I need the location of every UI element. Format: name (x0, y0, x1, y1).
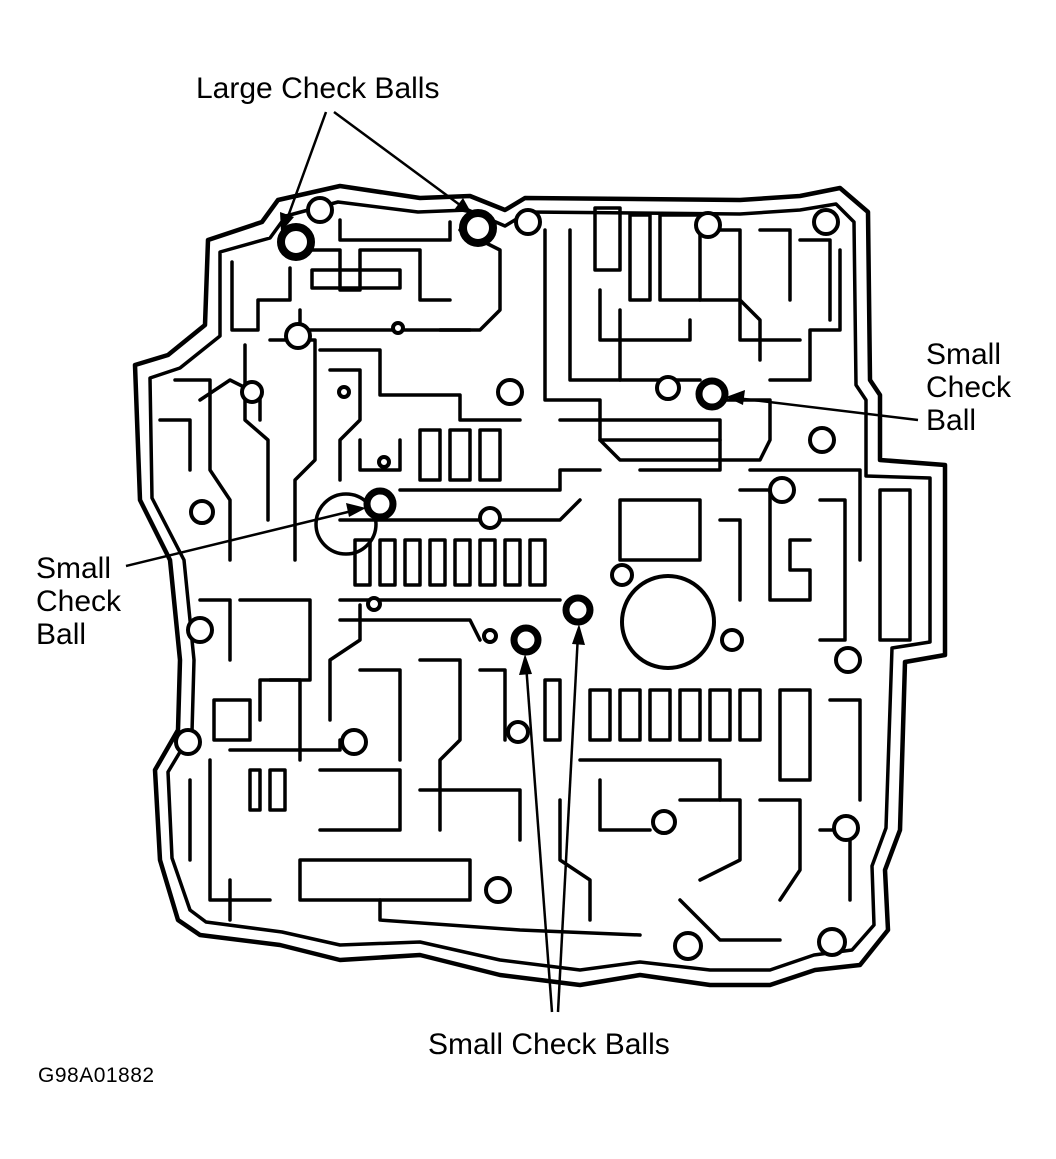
bolt-hole (284, 322, 312, 350)
leader-line (524, 663, 554, 1013)
bolt-hole (306, 196, 334, 224)
bolt-hole (186, 616, 214, 644)
bolt-hole (817, 927, 847, 957)
bolt-hole (340, 728, 368, 756)
large-check-ball (459, 209, 497, 247)
label-large-check-balls: Large Check Balls (196, 72, 440, 105)
bolt-holes (174, 196, 862, 961)
label-small-check-ball-right: Small Check Ball (926, 338, 1011, 437)
bolt-hole (482, 628, 498, 644)
arrowhead (280, 212, 294, 232)
bolt-hole (834, 646, 862, 674)
check-balls (277, 209, 729, 656)
bolt-hole (391, 321, 405, 335)
figure-id: G98A01882 (38, 1064, 155, 1087)
arrowhead (346, 503, 366, 517)
leader-line (125, 508, 357, 568)
bolt-hole (484, 876, 512, 904)
arrowhead (726, 390, 745, 405)
bolt-hole (496, 378, 524, 406)
small-check-ball (562, 594, 594, 626)
bolt-hole (506, 720, 530, 744)
small-check-ball (363, 487, 397, 521)
bolt-hole (337, 385, 351, 399)
bolt-hole (768, 476, 796, 504)
arrowhead (572, 624, 585, 645)
central-bore (620, 574, 716, 670)
check-ball-seat (314, 492, 378, 556)
label-line: Small (926, 338, 1002, 371)
bolt-hole (189, 499, 215, 525)
leader-line (556, 633, 580, 1013)
leader-lines (125, 110, 919, 1013)
label-line: Ball (36, 618, 87, 651)
arrowhead (454, 198, 472, 214)
arrowhead (519, 654, 532, 675)
leader-line (735, 396, 919, 422)
bolt-hole (720, 628, 744, 652)
bolt-hole (655, 375, 681, 401)
bolt-hole (174, 728, 202, 756)
leader-line (333, 110, 465, 210)
fluid-passages (158, 206, 912, 942)
small-check-ball (510, 624, 542, 656)
label-small-check-ball-left: Small Check Ball (36, 552, 121, 651)
leader-line (284, 111, 328, 223)
bolt-hole (377, 455, 391, 469)
bolt-hole (673, 931, 703, 961)
label-line: Small (36, 552, 112, 585)
label-line: Check (36, 585, 122, 618)
bolt-hole (808, 426, 836, 454)
label-line: Check (926, 371, 1012, 404)
bolt-hole (694, 211, 722, 239)
label-line: Ball (926, 404, 977, 437)
bolt-hole (514, 208, 542, 236)
small-check-ball (695, 377, 729, 411)
bolt-hole (812, 208, 840, 236)
label-small-check-balls-bottom: Small Check Balls (428, 1028, 670, 1061)
bolt-hole (651, 809, 677, 835)
bolt-hole (832, 814, 860, 842)
bolt-hole (240, 380, 264, 404)
bolt-hole (478, 506, 502, 530)
bolt-hole (610, 563, 634, 587)
bolt-hole (366, 596, 382, 612)
large-check-ball (277, 223, 315, 261)
